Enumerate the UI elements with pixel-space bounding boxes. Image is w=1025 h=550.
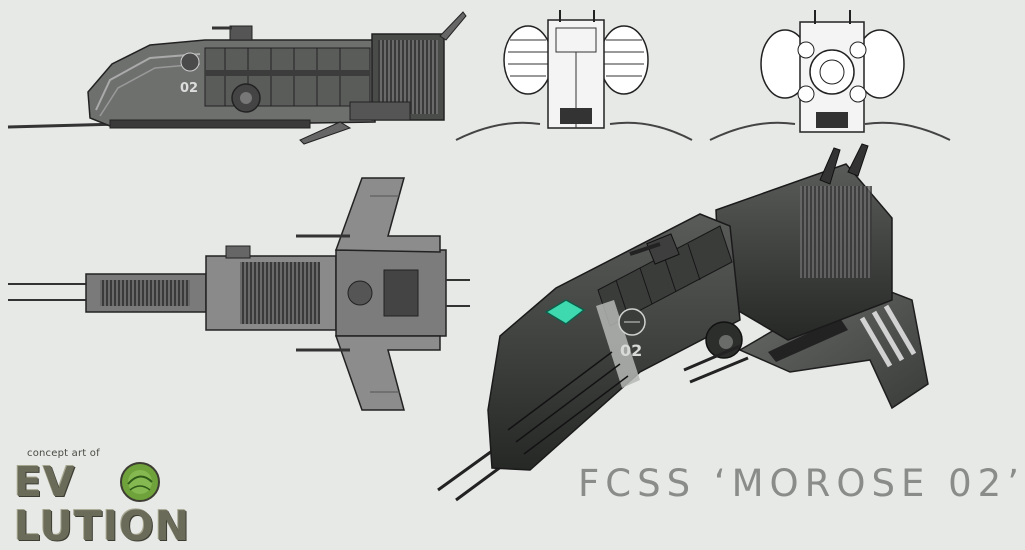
logo-word-prefix: EV <box>14 458 76 506</box>
rear-view-blueprint <box>709 10 951 141</box>
render-hull-marking: 02 <box>620 341 642 360</box>
side-hull-marking: 02 <box>180 81 198 96</box>
evolution-logo: concept art of EVLUTION <box>10 448 290 548</box>
ship-3d-render: 02 <box>437 143 929 502</box>
green-planet-emblem-icon <box>120 462 160 502</box>
concept-art-canvas: 02 <box>7 10 951 502</box>
logo-tagline: concept art of <box>27 448 100 459</box>
side-view-blueprint: 02 <box>7 11 467 145</box>
logo-word-suffix: LUTION <box>14 502 191 550</box>
front-view-blueprint <box>455 10 693 141</box>
ship-title: FCSS ‘MOROSE 02’ <box>578 462 1025 505</box>
logo-wordmark: EVLUTION <box>14 460 290 548</box>
top-view-blueprint <box>8 177 470 411</box>
